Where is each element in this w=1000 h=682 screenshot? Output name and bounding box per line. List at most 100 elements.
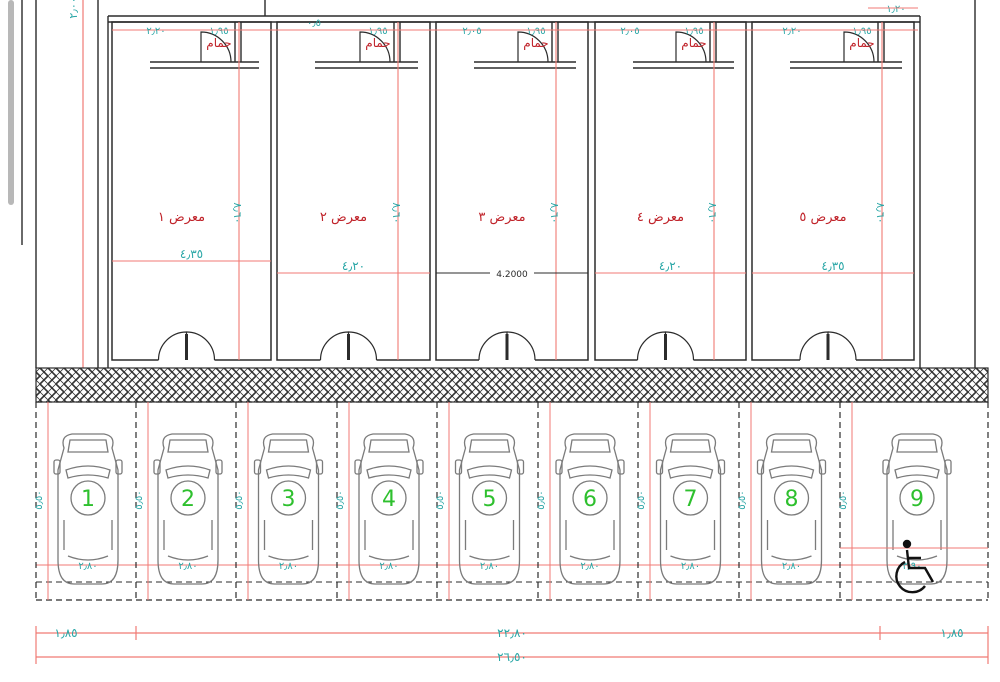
parking-width-text: ٢٫٨٠: [379, 561, 398, 572]
door-leaf-left-icon: [636, 331, 667, 361]
bathroom-label: حمام: [849, 36, 874, 50]
car-rear: [464, 520, 515, 561]
depth-dimension-text: ٨٫٦٠: [706, 202, 719, 223]
car-hood: [67, 439, 109, 453]
parking-space-number: 6: [583, 487, 597, 512]
shop-label: معرض ٤: [637, 210, 684, 225]
left-dimension-text: ٢٫٠٠: [67, 0, 80, 19]
car-body: [886, 433, 948, 585]
car-windshield: [466, 465, 513, 479]
door-leaf-right-icon: [665, 331, 695, 361]
car-mirror: [315, 459, 324, 475]
wheelchair-head: [902, 539, 912, 549]
car-hood: [167, 439, 209, 453]
car-hood: [468, 439, 511, 453]
car-windshield: [165, 465, 211, 479]
car-mirror: [944, 459, 952, 475]
car-rear: [63, 520, 113, 561]
car-mirror: [555, 459, 563, 475]
shop-walls: [594, 21, 747, 361]
parking-width-text: ٢٫٨٠: [78, 561, 97, 572]
width-dimension-text: ٤٫٣٥: [821, 259, 844, 273]
wheelchair-icon: [895, 539, 935, 594]
bathroom-width-text: ١٫٩٥: [368, 26, 387, 37]
parking-space-number: 9: [910, 487, 924, 512]
car-body: [458, 433, 521, 585]
parking-width-text: ٢٫٨٠: [480, 561, 499, 572]
car-rear: [665, 520, 716, 561]
car-roof: [371, 480, 407, 516]
car-windshield: [366, 465, 412, 479]
shop-walls: [751, 21, 915, 361]
car-mirror: [416, 459, 424, 475]
car-windshield: [65, 465, 111, 479]
car-body: [358, 433, 420, 585]
car-icon: [454, 433, 525, 585]
car-mirror: [655, 459, 664, 475]
car-body: [559, 433, 621, 585]
shop-walls: [111, 21, 272, 361]
bottom-dim-right: ١٫٨٥: [940, 626, 963, 640]
door-leaf-left-icon: [319, 331, 350, 361]
car-hood: [267, 439, 310, 453]
parking-space-number: 4: [382, 487, 396, 512]
parking-width-text: ٢٫٨٠: [279, 561, 298, 572]
car-hood: [669, 439, 712, 453]
car-mirror: [215, 459, 223, 475]
bottom-dim-middle: ٢٢٫٨٠: [497, 626, 527, 640]
width-dimension-text: ٤٫٢٠: [342, 259, 365, 273]
depth-dimension-text: ٨٫٦٠: [390, 202, 403, 223]
parking-length-text: ٥٫٥٠: [234, 490, 245, 509]
car-windshield: [768, 465, 815, 479]
car-rear: [163, 520, 213, 561]
parking-length-text: ٥٫٥٠: [34, 490, 45, 509]
scrollbar[interactable]: [8, 0, 14, 205]
bottom-dim-left: ١٫٨٥: [54, 626, 77, 640]
bathroom-door-icon: [675, 31, 707, 63]
car-mirror: [454, 459, 463, 475]
bathroom-width-text: ١٫٩٥: [526, 26, 545, 37]
parking-length-text: ٥٫٥٠: [435, 490, 446, 509]
parking-length-text: ٥٫٥٠: [737, 490, 748, 509]
car-rear: [364, 520, 414, 561]
bathroom-door-icon: [843, 31, 875, 63]
parking-length-text: ٥٫٥٠: [536, 490, 547, 509]
door-leaf-right-icon: [506, 331, 536, 361]
car-rear: [565, 520, 615, 561]
bottom-dim-total: ٢٦٫٥٠: [497, 650, 527, 664]
car-mirror: [53, 459, 61, 475]
parking-space-number: 3: [282, 487, 296, 512]
car-rear: [892, 520, 942, 561]
parking-length-text: ٥٫٥٠: [134, 490, 145, 509]
width-dimension-text: ٤٫٢٠: [659, 259, 682, 273]
car-icon: [756, 433, 827, 585]
car-hood: [770, 439, 813, 453]
car-windshield: [567, 465, 613, 479]
wheelchair-frame: [905, 549, 935, 583]
car-roof: [471, 480, 508, 516]
bathroom-width-text: ١٫٩٥: [852, 26, 871, 37]
car-icon: [53, 433, 123, 585]
car-hood: [569, 439, 611, 453]
car-body: [659, 433, 722, 585]
car-roof: [572, 480, 608, 516]
car-roof: [70, 480, 106, 516]
door-leaf-right-icon: [186, 331, 216, 361]
parking-width-text: ٢٫٨٠: [178, 561, 197, 572]
car-rear: [766, 520, 817, 561]
bathroom-label: حمام: [365, 36, 390, 50]
top-dimension-text: ٢٫٠٥: [620, 26, 639, 37]
bathroom-width-text: ١٫٩٥: [209, 26, 228, 37]
shop-label: معرض ٣: [478, 210, 525, 225]
car-windshield: [265, 465, 312, 479]
car-mirror: [882, 459, 890, 475]
car-rear: [263, 520, 314, 561]
top-dimension-text: ٢٫٠٥: [462, 26, 481, 37]
